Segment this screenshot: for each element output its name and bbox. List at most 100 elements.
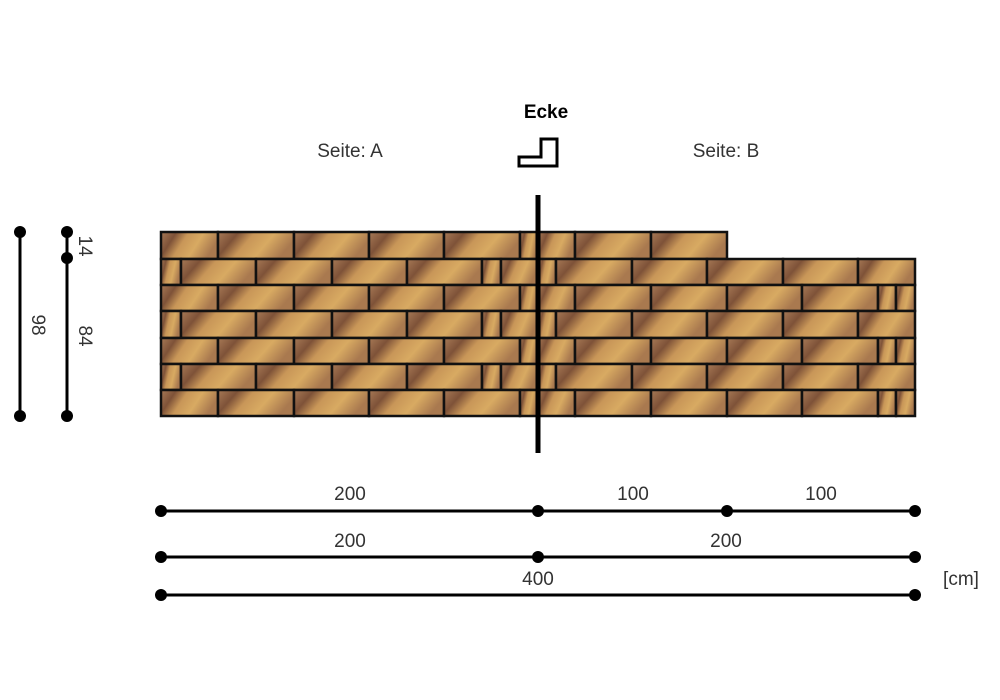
vertical-dimension-parts: 14 84 (61, 226, 95, 422)
brick (800, 336, 880, 366)
brick (480, 257, 503, 287)
brick (573, 336, 653, 366)
brick (536, 336, 577, 366)
brick (292, 283, 371, 313)
brick (216, 230, 296, 261)
brick (705, 362, 785, 392)
brick (179, 362, 258, 392)
brick (725, 388, 804, 418)
brick (630, 309, 709, 340)
vertical-dimension-total: 98 (14, 226, 48, 422)
brick (554, 362, 634, 392)
brick (876, 388, 898, 418)
brick (330, 362, 409, 392)
brick (442, 336, 522, 366)
brick (649, 283, 729, 313)
corner-l-icon (517, 137, 559, 168)
brick (179, 257, 258, 287)
brick (405, 362, 484, 392)
brick (536, 388, 577, 418)
brick (518, 388, 540, 418)
brick (800, 388, 880, 418)
brick (573, 283, 653, 313)
brick (216, 336, 296, 366)
brick (159, 336, 220, 366)
brick (405, 309, 484, 340)
brick (630, 257, 709, 287)
dim-label: 200 (334, 531, 366, 552)
brick (254, 257, 334, 287)
brick (554, 309, 634, 340)
brick (518, 336, 540, 366)
brick (179, 309, 258, 340)
brick (518, 283, 540, 313)
brick (442, 388, 522, 418)
brick (536, 309, 558, 340)
dim-label: 400 (522, 569, 554, 590)
brick (367, 230, 446, 261)
brick (254, 309, 334, 340)
brick (536, 362, 558, 392)
brick (536, 283, 577, 313)
brick (649, 230, 729, 261)
dim-label: 100 (617, 484, 649, 505)
corner-title: Ecke (524, 102, 568, 123)
brick (705, 257, 785, 287)
dim-84: 84 (74, 325, 95, 347)
dim-98: 98 (27, 314, 48, 335)
brick (894, 388, 917, 418)
corner-divider-line (535, 195, 541, 453)
brick (518, 230, 540, 261)
horizontal-dimension-row1: 200 100 100 (155, 484, 921, 517)
brick (254, 362, 334, 392)
dim-label: 200 (710, 531, 742, 552)
brick (216, 388, 296, 418)
dim-label: 200 (334, 484, 366, 505)
brick (159, 230, 220, 261)
brick (159, 283, 220, 313)
brick (649, 388, 729, 418)
brick (367, 283, 446, 313)
brick (725, 336, 804, 366)
brick (725, 283, 804, 313)
brick (856, 309, 917, 340)
brick (292, 230, 371, 261)
brick (442, 283, 522, 313)
brick (894, 283, 917, 313)
brick (330, 309, 409, 340)
brick (480, 362, 503, 392)
dim-label: 100 (805, 484, 837, 505)
brick (159, 362, 183, 392)
brick (292, 388, 371, 418)
brick (536, 230, 577, 261)
brick (856, 257, 917, 287)
brick (499, 309, 540, 340)
brick (894, 336, 917, 366)
brick (781, 257, 860, 287)
brick (649, 336, 729, 366)
brick-wall (159, 230, 917, 418)
brick (781, 309, 860, 340)
brick (573, 230, 653, 261)
brick (554, 257, 634, 287)
unit-label: [cm] (943, 569, 979, 590)
brick (781, 362, 860, 392)
brick (480, 309, 503, 340)
brick (536, 257, 558, 287)
brick (216, 283, 296, 313)
brick (705, 309, 785, 340)
side-a-label: Seite: A (317, 141, 383, 162)
brick (330, 257, 409, 287)
brick (159, 309, 183, 340)
brick (159, 388, 220, 418)
brick (800, 283, 880, 313)
brick (876, 283, 898, 313)
brick (573, 388, 653, 418)
brick (367, 336, 446, 366)
brick (856, 362, 917, 392)
horizontal-dimension-row3: 400 (155, 569, 921, 601)
brick (630, 362, 709, 392)
brick (292, 336, 371, 366)
brick (442, 230, 522, 261)
